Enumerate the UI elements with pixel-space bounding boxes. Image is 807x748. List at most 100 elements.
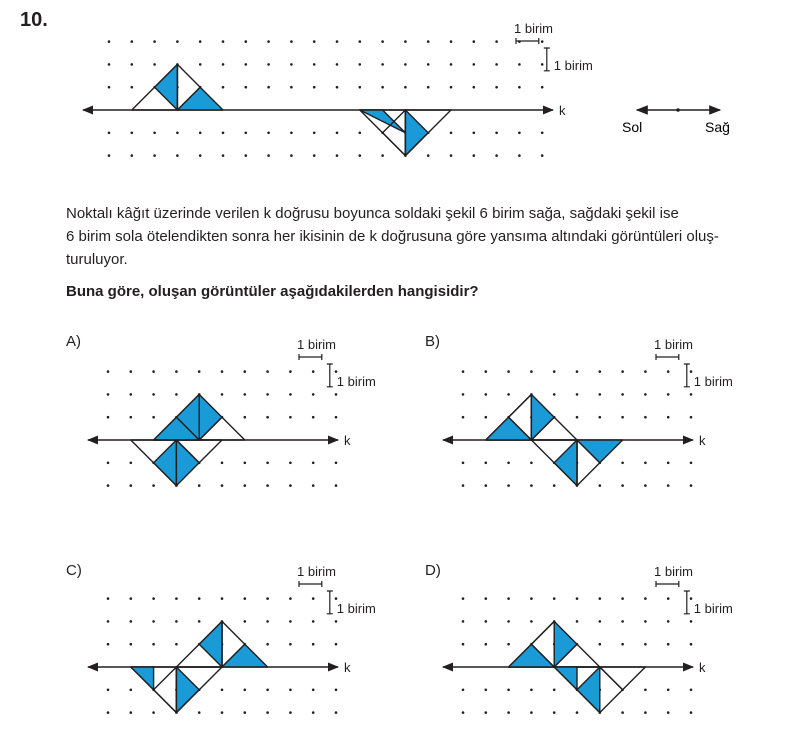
grid-dot — [507, 688, 510, 692]
unit-vertical-marker — [326, 363, 333, 388]
grid-dot — [130, 40, 134, 43]
grid-dot — [552, 711, 556, 714]
grid-dot — [484, 711, 488, 714]
grid-dot — [689, 461, 693, 465]
grid-dot — [311, 415, 315, 419]
grid-dot — [666, 370, 670, 373]
grid-dot — [266, 711, 269, 714]
grid-dot — [312, 154, 316, 157]
grid-dot — [644, 461, 647, 465]
grid-dot — [311, 711, 315, 714]
grid-dot — [311, 370, 315, 373]
grid-dot — [221, 85, 225, 89]
grid-dot — [129, 415, 133, 419]
blue-triangle — [152, 439, 178, 487]
grid-dot — [176, 40, 179, 43]
grid-dot — [461, 688, 465, 692]
grid-dot — [153, 131, 156, 135]
unit-vertical-label: 1 birim — [337, 374, 376, 389]
grid-dot — [666, 597, 670, 600]
paragraph-line: 6 birim sola ötelendikten sonra her ikis… — [66, 228, 719, 245]
grid-dot — [106, 461, 110, 465]
grid-dot — [449, 154, 453, 157]
grid-dot — [540, 131, 544, 135]
grid-dot — [644, 688, 647, 692]
blue-triangle — [553, 439, 578, 487]
grid-dot — [484, 597, 488, 600]
grid-dot — [106, 711, 110, 714]
grid-dot — [106, 415, 110, 419]
grid-dot — [666, 620, 670, 623]
paragraph-line: turuluyor. — [66, 251, 128, 268]
grid-dot — [644, 642, 647, 646]
grid-dot — [334, 461, 338, 465]
grid-dot — [129, 620, 133, 623]
white-triangle — [599, 666, 624, 714]
grid-dot — [311, 642, 315, 646]
unit-vertical-label: 1 birim — [694, 601, 733, 616]
grid-dot — [334, 597, 338, 600]
grid-dot — [289, 461, 292, 465]
grid-dot — [267, 131, 270, 135]
grid-dot — [484, 415, 488, 419]
direction-legend: Sol Sağ — [622, 105, 730, 135]
grid-dot — [175, 370, 178, 373]
grid-dot — [507, 711, 510, 714]
grid-dot — [106, 597, 110, 600]
grid-dot — [404, 85, 407, 89]
grid-dot — [507, 370, 510, 373]
unit-horizontal-label: 1 birim — [297, 564, 336, 579]
grid-dot — [243, 415, 247, 419]
grid-dot — [575, 597, 579, 600]
option-a-label[interactable]: A) — [66, 333, 81, 350]
grid-dot — [381, 154, 384, 157]
white-triangle — [404, 109, 452, 157]
grid-dot — [358, 131, 362, 135]
grid-dot — [106, 688, 110, 692]
grid-dot — [107, 154, 111, 157]
grid-dot — [484, 484, 488, 487]
grid-dot — [575, 415, 579, 419]
blue-triangle — [576, 666, 601, 714]
grid-dot — [197, 597, 201, 600]
k-line-label: k — [344, 433, 351, 448]
grid-dot — [221, 131, 225, 135]
unit-vertical-label: 1 birim — [337, 601, 376, 616]
grid-dot — [106, 393, 110, 396]
grid-dot — [644, 370, 647, 373]
grid-dot — [311, 688, 315, 692]
option-c-label[interactable]: C) — [66, 562, 82, 579]
grid-dot — [244, 154, 248, 157]
grid-dot — [449, 85, 453, 89]
k-line-label: k — [344, 660, 351, 675]
grid-dot — [152, 642, 155, 646]
grid-dot — [129, 370, 133, 373]
grid-dot — [530, 370, 533, 373]
grid-dot — [518, 63, 521, 66]
grid-dot — [518, 85, 521, 89]
unit-horizontal-label: 1 birim — [514, 21, 553, 36]
grid-dot — [220, 370, 224, 373]
unit-vertical-marker — [683, 590, 690, 615]
grid-dot — [666, 642, 670, 646]
option-b-label[interactable]: B) — [425, 333, 440, 350]
option-d-label[interactable]: D) — [425, 562, 441, 579]
grid-dot — [621, 370, 624, 373]
grid-dot — [244, 63, 248, 66]
grid-dot — [289, 370, 292, 373]
grid-dot — [552, 370, 556, 373]
grid-dot — [484, 642, 488, 646]
grid-dot — [244, 40, 248, 43]
question-number: 10. — [20, 9, 48, 31]
unit-horizontal-marker — [515, 38, 540, 44]
grid-dot — [311, 620, 315, 623]
grid-dot — [575, 393, 579, 396]
grid-dot — [175, 620, 178, 623]
blue-triangle — [176, 86, 224, 111]
k-line-label: k — [699, 433, 706, 448]
grid-dot — [266, 415, 269, 419]
grid-dot — [312, 40, 316, 43]
blue-triangle — [507, 643, 555, 668]
grid-dot — [129, 711, 133, 714]
